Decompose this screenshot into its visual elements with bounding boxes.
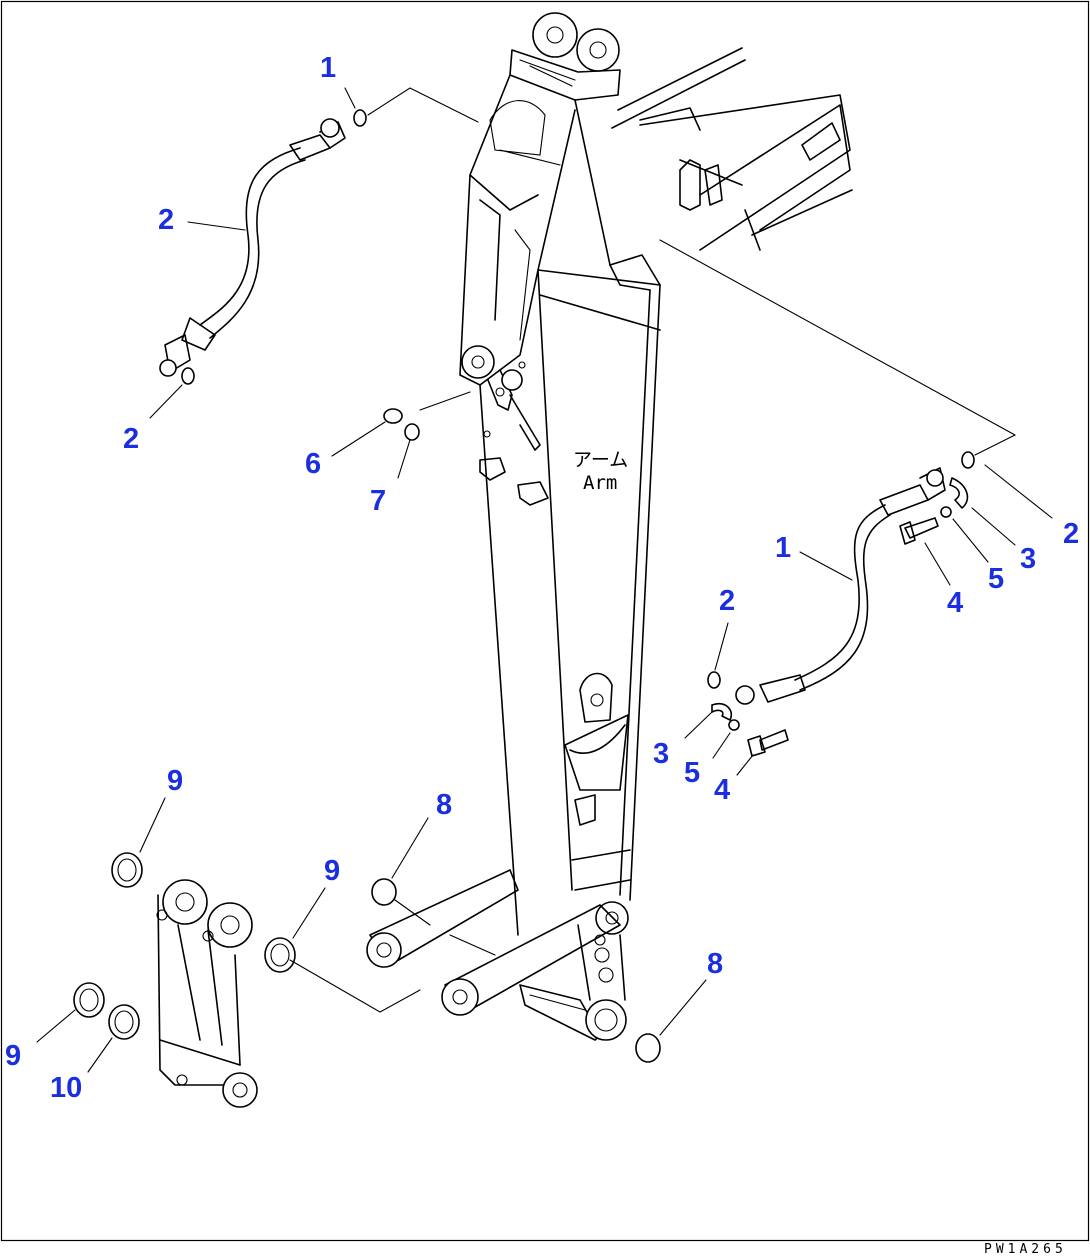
o-rings (181, 109, 975, 689)
callout-2: 2 (719, 585, 735, 617)
drawing-code: PW1A265 (984, 1242, 1067, 1257)
callout-4: 4 (714, 774, 730, 806)
callout-5: 5 (988, 563, 1004, 595)
callout-3: 3 (1020, 543, 1036, 575)
reference-lines (289, 87, 1016, 1013)
callout-8: 8 (436, 789, 452, 821)
callout-8: 8 (707, 948, 723, 980)
bucket-link (73, 852, 296, 1108)
split-flanges (711, 477, 969, 721)
callout-9: 9 (5, 1040, 21, 1072)
callout-6: 6 (305, 448, 321, 480)
callout-4: 4 (947, 587, 963, 619)
boom (611, 47, 853, 251)
callout-3: 3 (653, 738, 669, 770)
washers (383, 408, 952, 731)
arm-label-jp: アーム (573, 449, 628, 471)
hose-lower-right (735, 467, 946, 705)
callout-7: 7 (370, 485, 386, 517)
callout-2: 2 (123, 423, 139, 455)
arm (459, 12, 661, 1041)
leader-lines (36, 87, 1053, 1073)
callout-10: 10 (50, 1072, 82, 1104)
arm-label-en: Arm (583, 472, 617, 494)
hose-upper-left (159, 118, 346, 377)
callout-9: 9 (167, 765, 183, 797)
callout-2: 1 (320, 52, 336, 84)
callout-1: 2 (158, 204, 174, 236)
callouts: 1 2 2 6 7 1 2 3 5 4 2 3 5 4 9 8 9 8 9 10 (5, 52, 1079, 1104)
arm-links (366, 869, 661, 1063)
callout-5: 5 (684, 757, 700, 789)
bolts (747, 517, 939, 757)
callout-1: 1 (775, 532, 791, 564)
callout-9: 9 (324, 855, 340, 887)
callout-2: 2 (1063, 518, 1079, 550)
